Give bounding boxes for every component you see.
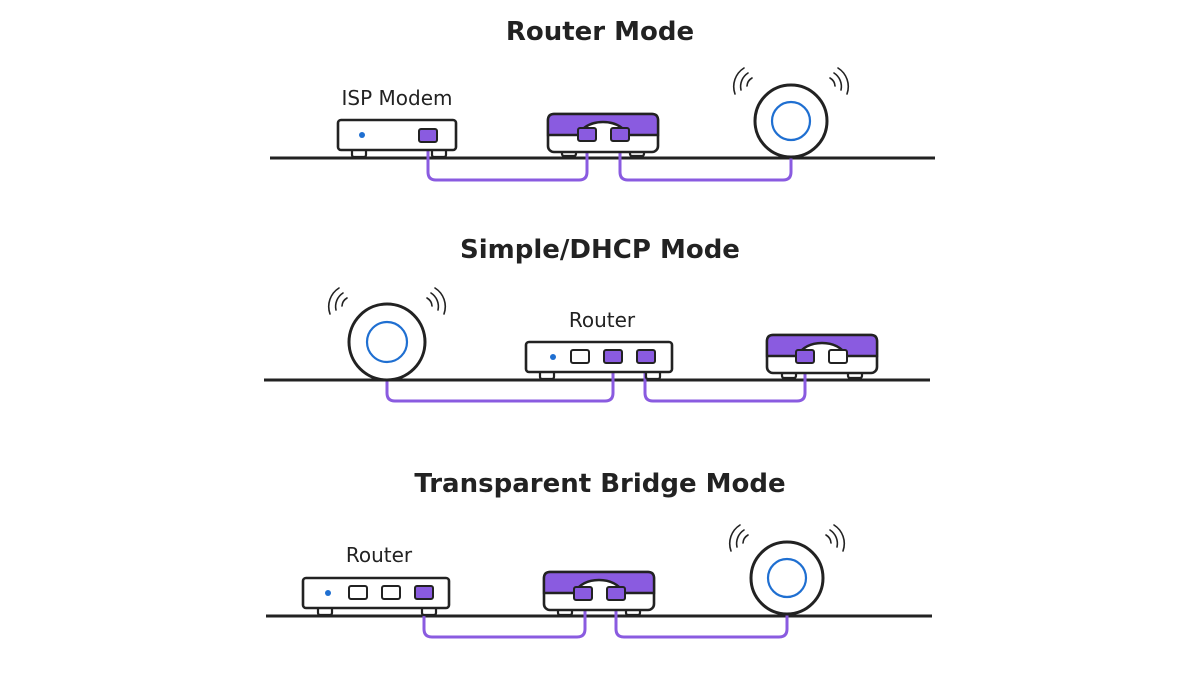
ethernet-port-icon: [414, 585, 434, 600]
ethernet-cable: [618, 139, 793, 182]
ethernet-port-icon: [606, 586, 626, 601]
simple-dhcp-mode-title: Simple/DHCP Mode: [460, 235, 740, 265]
router-label-dhcp: Router: [568, 308, 636, 332]
highlighted-router-icon: [546, 112, 660, 158]
wifi-wave-icon: [732, 67, 850, 95]
transparent-bridge-mode-diagram: [266, 524, 932, 639]
access-point-icon: [732, 67, 850, 159]
ethernet-port-icon: [381, 585, 401, 600]
transparent-bridge-mode-title: Transparent Bridge Mode: [414, 469, 786, 499]
access-point-icon: [728, 524, 846, 616]
ethernet-cable: [385, 360, 615, 403]
ethernet-port-icon: [795, 349, 815, 364]
ethernet-cable: [643, 360, 807, 403]
ethernet-cable: [614, 598, 789, 639]
access-point-icon: [327, 287, 447, 382]
ethernet-port-icon: [348, 585, 368, 600]
simple-dhcp-mode-diagram: [264, 287, 930, 403]
ethernet-port-icon: [418, 128, 438, 143]
ethernet-cable: [422, 598, 587, 639]
ethernet-port-icon: [577, 127, 597, 142]
modem-icon: [336, 118, 458, 159]
status-led-icon: [359, 132, 365, 138]
wifi-wave-icon: [728, 524, 846, 552]
ethernet-port-icon: [573, 586, 593, 601]
ethernet-cable: [426, 139, 589, 182]
highlighted-router-icon: [542, 570, 656, 617]
router-label-bridge: Router: [345, 543, 413, 567]
wifi-wave-icon: [327, 287, 447, 315]
router-mode-diagram: [270, 67, 935, 182]
router-mode-title: Router Mode: [505, 17, 695, 47]
router-icon: [301, 576, 451, 617]
isp-modem-label: ISP Modem: [341, 86, 453, 110]
ethernet-port-icon: [636, 349, 656, 364]
ethernet-port-icon: [610, 127, 630, 142]
router-icon: [524, 340, 674, 381]
status-led-icon: [325, 590, 331, 596]
status-led-icon: [550, 354, 556, 360]
ethernet-port-icon: [570, 349, 590, 364]
ethernet-port-icon: [603, 349, 623, 364]
ethernet-port-icon: [828, 349, 848, 364]
highlighted-router-icon: [765, 333, 879, 380]
